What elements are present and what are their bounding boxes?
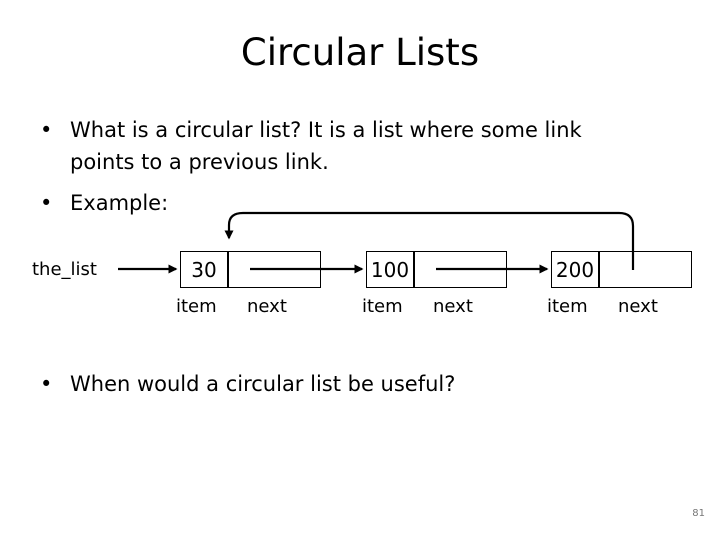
node-divider bbox=[413, 252, 415, 287]
node-value: 30 bbox=[191, 258, 217, 282]
item-label: item bbox=[362, 296, 403, 317]
bullet-marker: • bbox=[40, 372, 53, 396]
bullet-text: When would a circular list be useful? bbox=[70, 372, 456, 396]
bullet-item: • Example: bbox=[40, 187, 640, 219]
next-label: next bbox=[618, 296, 658, 317]
node-value: 200 bbox=[555, 258, 595, 282]
node-value: 100 bbox=[370, 258, 410, 282]
list-node: 200 bbox=[551, 251, 692, 288]
back-link-arrow bbox=[224, 211, 635, 270]
next-label: next bbox=[247, 296, 287, 317]
node-divider bbox=[598, 252, 600, 287]
bullet-item: • When would a circular list be useful? bbox=[40, 368, 640, 400]
slide-title: Circular Lists bbox=[240, 31, 480, 74]
bullet-text: Example: bbox=[70, 191, 169, 215]
bullet-marker: • bbox=[40, 118, 53, 142]
node-divider bbox=[227, 252, 229, 287]
bullet-item: • What is a circular list? It is a list … bbox=[40, 114, 640, 178]
item-label: item bbox=[547, 296, 588, 317]
page-number: 81 bbox=[692, 508, 705, 519]
item-label: item bbox=[176, 296, 217, 317]
bullet-marker: • bbox=[40, 191, 53, 215]
next-label: next bbox=[433, 296, 473, 317]
list-node: 30 bbox=[180, 251, 321, 288]
head-pointer-label: the_list bbox=[32, 259, 97, 280]
bullet-text: What is a circular list? It is a list wh… bbox=[70, 118, 582, 174]
